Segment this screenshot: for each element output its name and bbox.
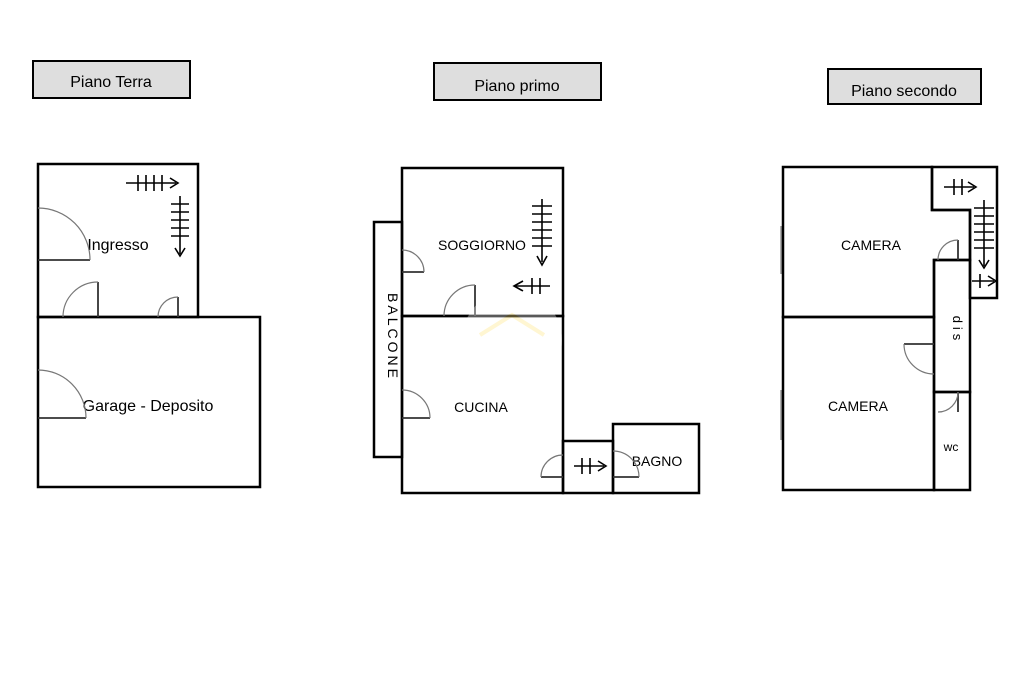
room-balcone — [372, 220, 404, 459]
door-ingresso-garage-1 — [62, 281, 99, 318]
title-box-first — [433, 62, 602, 101]
door-entrance-ingresso — [37, 207, 91, 261]
door-camera-bottom-dis — [903, 343, 935, 375]
label-garage: Garage - Deposito — [83, 398, 214, 415]
label-balcone: BALCONE — [385, 293, 401, 381]
label-bagno: BAGNO — [632, 453, 683, 469]
room-wc — [932, 390, 972, 492]
floor-ground: Piano Terra Ingresso Garage - Deposito — [32, 60, 262, 489]
room-garage — [36, 315, 262, 489]
door-ingresso-garage-2 — [157, 296, 179, 318]
door-cucina-disimpegno — [540, 454, 564, 478]
label-camera-bottom: CAMERA — [828, 398, 889, 414]
label-soggiorno: SOGGIORNO — [438, 237, 526, 253]
label-cucina: CUCINA — [454, 399, 508, 415]
label-ingresso: Ingresso — [87, 237, 148, 254]
title-box-ground — [32, 60, 191, 99]
door-wc — [937, 391, 959, 413]
label-camera-top: CAMERA — [841, 237, 902, 253]
watermark-logo — [462, 290, 562, 390]
title-box-second — [827, 68, 982, 105]
stairs-second — [944, 179, 998, 288]
title-ground: Piano Terra — [70, 74, 152, 91]
door-bagno — [612, 450, 640, 478]
door-soggiorno-cucina — [443, 284, 476, 317]
door-soggiorno-balcone — [401, 249, 425, 273]
floor-second: Piano secondo CAMERA CAMERA dis wc — [780, 68, 999, 492]
door-camera-top-dis — [937, 239, 959, 261]
label-wc: wc — [943, 440, 959, 454]
title-second: Piano secondo — [851, 83, 957, 100]
stairs-ground — [126, 175, 189, 258]
door-cucina-balcone — [401, 389, 431, 419]
door-entrance-garage — [37, 369, 87, 419]
floor-first: Piano primo SOGGIORNO CUCINA BAGNO BALCO… — [372, 62, 701, 495]
room-bagno — [611, 422, 701, 495]
title-first: Piano primo — [474, 78, 559, 95]
label-dis: dis — [950, 316, 965, 345]
stairs-first — [512, 199, 608, 474]
